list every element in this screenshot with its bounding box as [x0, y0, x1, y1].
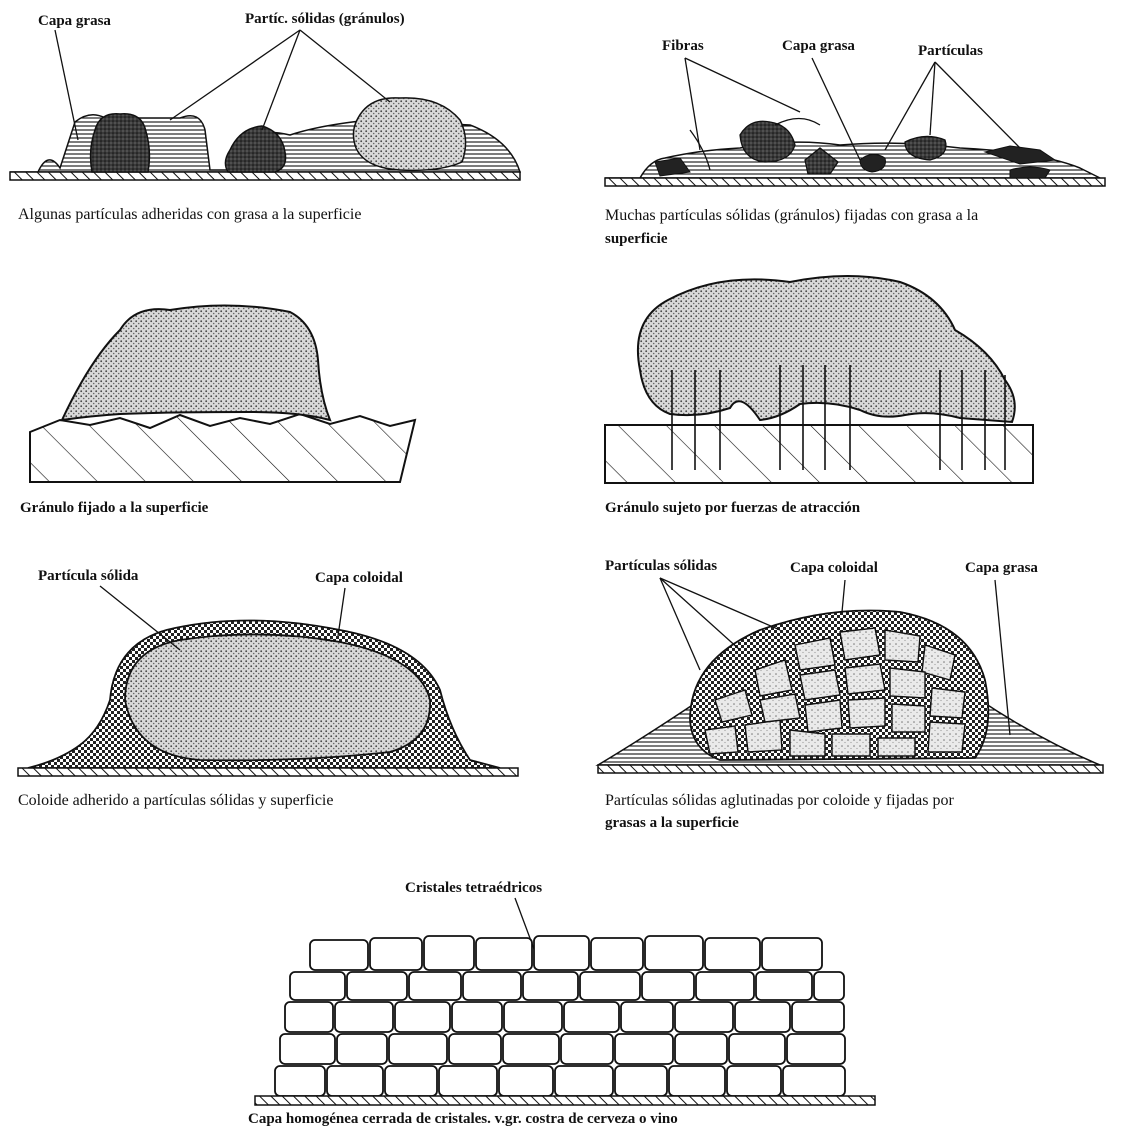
substrate-3	[30, 414, 415, 482]
crystal-layer	[275, 936, 845, 1096]
label-capa-grasa: Capa grasa	[38, 13, 111, 29]
label-particulas-solidas-6: Partículas sólidas	[605, 558, 717, 574]
substrate	[10, 172, 520, 180]
panel-3: Gránulo fijado a la superficie	[20, 305, 415, 516]
panel-5: Partícula sólida Capa coloidal Coloide a…	[18, 568, 518, 809]
panel-6: Partículas sólidas Capa coloidal Capa gr…	[598, 558, 1103, 831]
caption-panel-3: Gránulo fijado a la superficie	[20, 500, 209, 516]
caption-panel-6-line-1: Partículas sólidas aglutinadas por coloi…	[605, 792, 954, 809]
substrate-6	[598, 765, 1103, 773]
label-particula-solida: Partícula sólida	[38, 568, 139, 584]
label-particulas-solidas: Partíc. sólidas (gránulos)	[245, 11, 405, 27]
caption-panel-2-line-2: superficie	[605, 231, 668, 247]
particle-d	[860, 154, 885, 172]
substrate-7	[255, 1096, 875, 1105]
substrate-2	[605, 178, 1105, 186]
particle-g	[1010, 167, 1050, 178]
caption-panel-7: Capa homogénea cerrada de cristales. v.g…	[248, 1111, 678, 1127]
label-particulas: Partículas	[918, 43, 983, 59]
granule-3	[353, 98, 465, 171]
substrate-4	[605, 425, 1033, 483]
caption-panel-2-line-1: Muchas partículas sólidas (gránulos) fij…	[605, 207, 978, 224]
panel-4: Gránulo sujeto por fuerzas de atracción	[605, 276, 1033, 516]
label-capa-coloidal: Capa coloidal	[315, 570, 403, 586]
label-capa-grasa-6: Capa grasa	[965, 560, 1038, 576]
granule-1	[91, 114, 150, 172]
granule-fixed	[62, 305, 330, 420]
caption-panel-1: Algunas partículas adheridas con grasa a…	[18, 206, 361, 223]
panel-1: Capa grasa Partíc. sólidas (gránulos) Al…	[10, 11, 520, 223]
substrate-5	[18, 768, 518, 776]
particle-a	[740, 121, 795, 162]
caption-panel-4: Gránulo sujeto por fuerzas de atracción	[605, 500, 861, 516]
label-cristales-tetraedricos: Cristales tetraédricos	[405, 880, 542, 896]
caption-panel-5: Coloide adherido a partículas sólidas y …	[18, 792, 333, 809]
caption-panel-6-line-2: grasas a la superficie	[605, 815, 739, 831]
panel-2: Fibras Capa grasa Partículas Muchas part…	[605, 38, 1105, 247]
label-capa-coloidal-6: Capa coloidal	[790, 560, 878, 576]
label-capa-grasa-2: Capa grasa	[782, 38, 855, 54]
panel-7: Cristales tetraédricos	[248, 880, 875, 1127]
label-fibras: Fibras	[662, 38, 704, 54]
